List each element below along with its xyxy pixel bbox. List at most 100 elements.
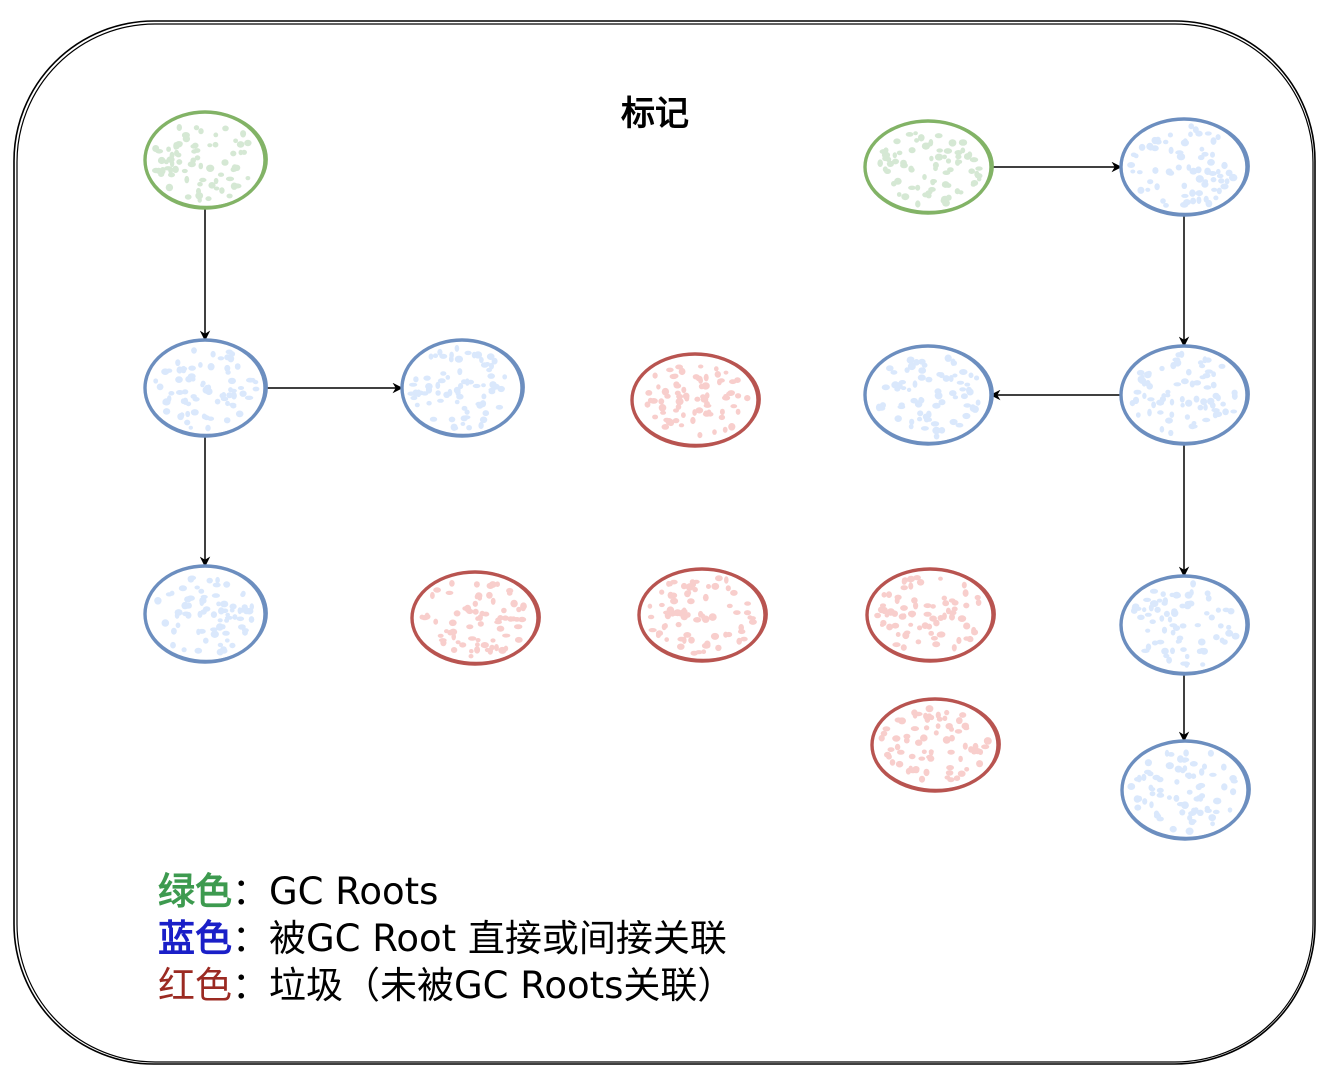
fill-dot [221,392,227,399]
fill-dot [915,739,923,746]
fill-dot [153,378,159,384]
fill-dot [1160,198,1166,204]
fill-dot [241,149,248,155]
fill-dot [1131,605,1139,611]
fill-dot [196,187,201,195]
fill-dot [1148,146,1154,151]
fill-dot [1141,379,1147,387]
fill-dot [918,367,927,374]
fill-dot [1190,773,1197,779]
fill-dot [435,381,441,389]
fill-dot [1195,175,1204,183]
fill-dot [681,582,688,590]
fill-dot [941,595,947,601]
fill-dot [1212,809,1220,815]
fill-dot [174,612,180,619]
fill-dot [884,168,891,174]
fill-dot [698,377,703,384]
fill-dot [487,373,496,379]
fill-dot [477,614,483,621]
fill-dot [213,177,219,185]
fill-dot [447,388,453,397]
fill-dot [1169,592,1175,598]
fill-dot [235,410,244,418]
fill-dot [203,414,208,419]
fill-dot [1211,371,1216,378]
fill-dot [1184,414,1190,420]
fill-dot [1213,411,1223,418]
fill-dot [884,613,890,618]
fill-dot [1202,417,1211,423]
fill-dot [240,592,246,598]
legend-text-green: GC Roots [269,870,439,913]
fill-dot [947,749,955,755]
fill-dot [1152,167,1159,174]
fill-dot [199,598,205,607]
fill-dot [1222,607,1230,613]
node-blue-b5 [863,344,994,446]
fill-dot [949,390,957,397]
fill-dot [1147,179,1154,185]
fill-dot [1154,183,1160,191]
fill-dot [419,614,425,620]
fill-dot [932,402,941,409]
fill-dot [942,736,951,744]
fill-dot [248,616,255,623]
fill-dot [212,141,219,148]
fill-dot [501,607,507,614]
fill-dot [1216,173,1224,179]
fill-dot [1202,763,1207,770]
fill-dot [913,359,920,366]
fill-dot [200,380,206,386]
fill-dot [924,716,931,723]
legend-item-green: 绿色：GC Roots [158,868,734,915]
fill-dot [466,425,472,431]
fill-dot [954,729,963,734]
fill-dot [898,717,906,725]
fill-dot [884,751,891,758]
fill-dot [891,610,898,617]
fill-dot [475,642,480,647]
fill-dot [908,167,915,173]
fill-dot [1179,396,1185,403]
fill-dot [232,614,238,620]
fill-dot [459,642,467,648]
fill-dot [949,418,958,426]
fill-dot [165,183,174,192]
fill-dot [900,605,908,611]
fill-dot [681,607,687,615]
fill-dot [234,363,241,370]
fill-dot [959,369,968,375]
fill-dot [922,174,927,180]
fill-dot [948,139,957,147]
fill-dot [714,371,721,378]
fill-dot [664,637,669,642]
fill-dot [1229,775,1237,782]
fill-dot [652,414,659,420]
fill-dot [935,723,941,729]
fill-dot [660,410,667,415]
fill-dot [959,387,967,392]
fill-dot [1188,819,1197,824]
fill-dot [1197,404,1204,411]
fill-dot [1195,783,1203,791]
fill-dot [1159,426,1165,433]
fill-dot [706,584,711,589]
node-outline [1120,117,1250,215]
fill-dot [878,734,885,742]
fill-dot [438,638,447,643]
fill-dot [929,615,937,622]
fill-dot [962,742,968,750]
fill-dot [908,753,916,760]
fill-dot [1204,805,1211,812]
fill-dot [652,372,658,379]
fill-dot [473,581,480,588]
fill-dot [468,654,474,659]
fill-dot [489,644,495,651]
fill-dot [1169,623,1178,628]
fill-dot [893,138,901,145]
fill-dot [198,628,206,634]
fill-dot [181,168,188,174]
fill-dot [1167,132,1173,138]
fill-dot [1205,199,1213,208]
